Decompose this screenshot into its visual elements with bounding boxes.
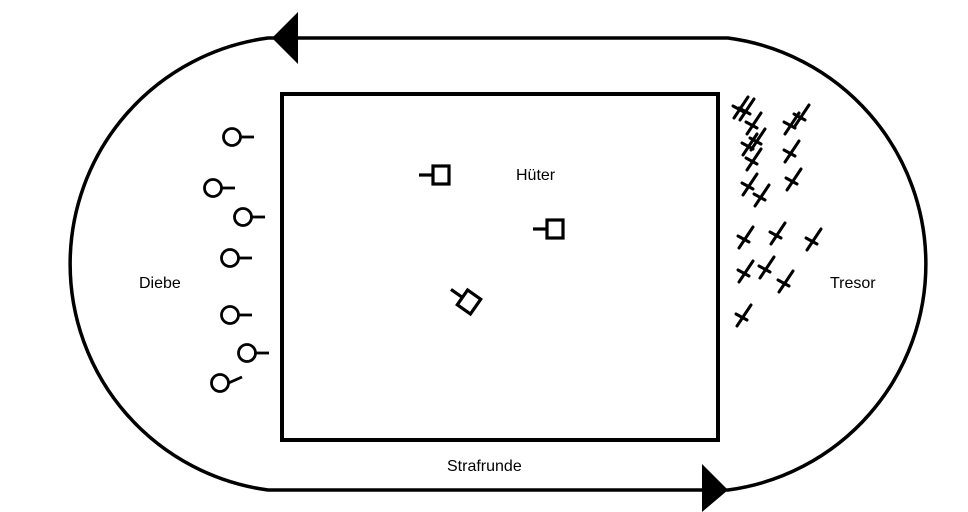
direction-arrow-icon bbox=[702, 464, 728, 512]
treasure-stick-icon bbox=[784, 167, 803, 192]
treasure-group bbox=[731, 95, 823, 328]
treasure-stick-icon bbox=[757, 255, 776, 280]
guards-group bbox=[419, 164, 565, 317]
treasure-stick-icon bbox=[734, 303, 753, 328]
treasure-label: Tresor bbox=[830, 275, 876, 292]
running-track bbox=[68, 36, 928, 492]
thieves-group bbox=[203, 127, 269, 393]
inner-field bbox=[280, 92, 720, 442]
treasure-stick-icon bbox=[736, 225, 755, 250]
treasure-stick-icon bbox=[804, 227, 823, 252]
treasure-stick-icon bbox=[748, 127, 767, 152]
treasure-stick-icon bbox=[776, 269, 795, 294]
treasure-stick-icon bbox=[782, 139, 801, 164]
thief-marker-icon bbox=[220, 248, 252, 268]
treasure-stick-icon bbox=[792, 103, 811, 128]
thief-marker-icon bbox=[233, 207, 265, 227]
thief-marker-icon bbox=[237, 343, 269, 363]
guard-marker-icon bbox=[450, 287, 483, 317]
treasure-stick-icon bbox=[744, 147, 763, 172]
guard-marker-icon bbox=[419, 164, 451, 186]
treasure-stick-icon bbox=[752, 183, 771, 208]
treasure-stick-icon bbox=[768, 221, 787, 246]
treasure-stick-icon bbox=[731, 95, 750, 120]
treasure-stick-icon bbox=[744, 111, 763, 136]
treasure-stick-icon bbox=[736, 259, 755, 284]
guards-label: Hüter bbox=[516, 167, 556, 184]
direction-arrow-icon bbox=[272, 12, 298, 64]
thief-marker-icon bbox=[220, 305, 252, 325]
thief-marker-icon bbox=[222, 127, 254, 147]
guard-marker-icon bbox=[533, 218, 565, 240]
thief-marker-icon bbox=[203, 178, 235, 198]
thief-marker-icon bbox=[210, 373, 243, 393]
penalty-lap-label: Strafrunde bbox=[447, 458, 522, 475]
thieves-label: Diebe bbox=[139, 275, 181, 292]
treasure-stick-icon bbox=[740, 172, 759, 197]
